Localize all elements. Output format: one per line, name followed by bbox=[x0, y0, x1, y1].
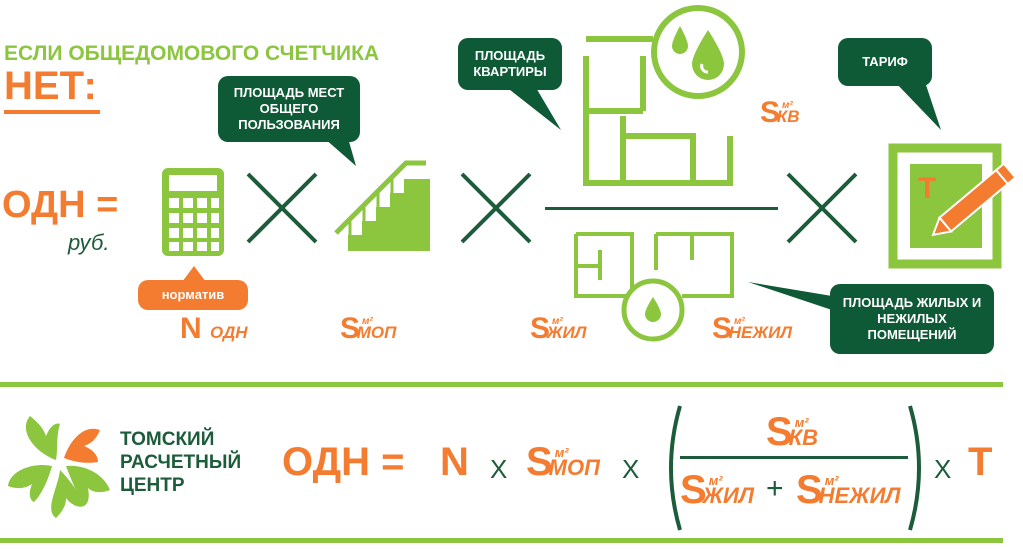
apartment-plan-icon bbox=[583, 36, 733, 186]
heading-line1: ЕСЛИ ОБЩЕДОМОВОГО СЧЕТЧИКА bbox=[4, 42, 380, 65]
multiply-icon-1 bbox=[246, 172, 318, 244]
callout-kv-pointer bbox=[505, 86, 561, 130]
callout-normative-pointer bbox=[182, 266, 206, 282]
odn-label: ОДН = bbox=[2, 184, 119, 226]
formula-lhs: ОДН = bbox=[282, 440, 405, 484]
symbol-n-odn: N ОДН bbox=[180, 312, 248, 345]
heading-line2: НЕТ: bbox=[4, 64, 97, 108]
stairs-icon bbox=[334, 160, 430, 251]
callout-normative: норматив bbox=[138, 280, 248, 310]
formula-x-2: Х bbox=[622, 454, 640, 484]
formula-x-1: Х bbox=[490, 454, 508, 484]
odn-unit: руб. bbox=[68, 230, 110, 255]
multiply-icon-2 bbox=[460, 172, 532, 244]
heading-underline bbox=[4, 110, 100, 114]
callout-tariff-pointer bbox=[895, 82, 941, 130]
divider-bottom bbox=[0, 538, 1003, 543]
logo-line3: ЦЕНТР bbox=[120, 475, 185, 496]
water-drop-icon-large bbox=[651, 5, 745, 99]
callout-living-pointer bbox=[748, 282, 832, 310]
callout-tariff: ТАРИФ bbox=[838, 38, 932, 86]
right-parenthesis bbox=[908, 405, 921, 531]
left-parenthesis bbox=[669, 405, 682, 531]
tariff-pencil-icon: Т bbox=[888, 143, 1017, 269]
logo-text: ТОМСКИЙ РАСЧЕТНЫЙ ЦЕНТР bbox=[120, 428, 241, 497]
formula-x-3: Х bbox=[934, 454, 952, 484]
tariff-t-letter: Т bbox=[918, 172, 936, 205]
callout-mop: ПЛОЩАДЬ МЕСТ ОБЩЕГО ПОЛЬЗОВАНИЯ bbox=[218, 76, 360, 142]
callout-mop-pointer bbox=[324, 138, 356, 166]
logo-icon bbox=[8, 416, 110, 518]
logo-line2: РАСЧЕТНЫЙ bbox=[120, 452, 242, 473]
callout-kv: ПЛОЩАДЬ КВАРТИРЫ bbox=[458, 38, 562, 90]
formula-t: Т bbox=[968, 440, 993, 484]
logo-line1: ТОМСКИЙ bbox=[120, 429, 215, 450]
formula-plus: + bbox=[766, 472, 784, 505]
formula-n: N bbox=[440, 440, 469, 484]
callout-living: ПЛОЩАДЬ ЖИЛЫХ И НЕЖИЛЫХ ПОМЕЩЕНИЙ bbox=[830, 284, 994, 354]
divider-top bbox=[0, 382, 1003, 387]
multiply-icon-3 bbox=[786, 172, 858, 244]
water-drop-icon-small bbox=[621, 278, 685, 342]
calculator-icon bbox=[162, 168, 224, 256]
fraction-line bbox=[545, 207, 778, 210]
formula-fraction-line bbox=[680, 456, 908, 459]
